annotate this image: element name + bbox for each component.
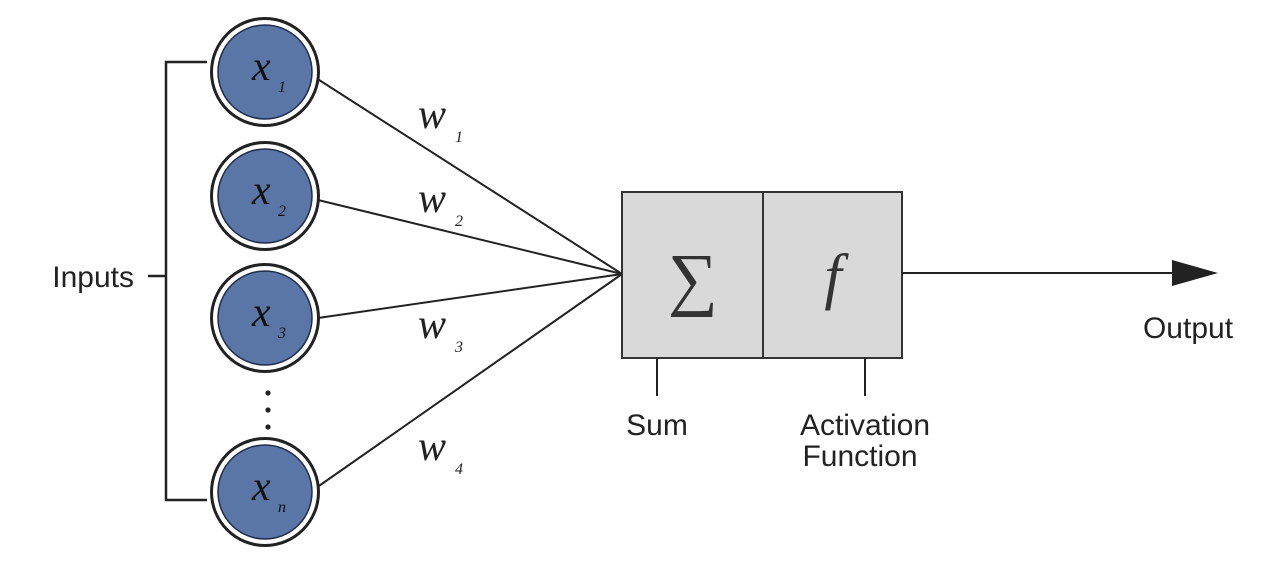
input-node-3-var: x	[251, 290, 271, 336]
input-node-n-sub: n	[278, 499, 286, 516]
weight-label-3-var: w	[418, 302, 446, 348]
input-node-1-var: x	[251, 44, 271, 90]
input-node-2-sub: 2	[278, 203, 286, 220]
input-node-3: x 3	[210, 263, 320, 373]
activation-label-line1: Activation	[800, 409, 930, 442]
input-node-1-sub: 1	[278, 79, 286, 96]
input-node-1: x 1	[210, 17, 320, 127]
input-node-2-var: x	[251, 168, 271, 214]
weight-label-3-sub: 3	[454, 339, 463, 356]
inputs-label: Inputs	[52, 261, 134, 294]
connection-line-1	[315, 77, 623, 275]
neuron-box	[621, 191, 903, 359]
input-node-n-var: x	[251, 464, 271, 510]
input-node-n: x n	[210, 437, 320, 547]
weight-label-1-var: w	[418, 92, 446, 138]
input-node-2: x 2	[210, 141, 320, 251]
connection-line-3	[317, 273, 623, 319]
sum-label: Sum	[626, 409, 688, 442]
weight-label-4-var: w	[418, 424, 446, 470]
weight-label-2: w 2	[418, 176, 463, 230]
weight-label-1: w 1	[418, 92, 463, 146]
input-node-3-sub: 3	[277, 325, 286, 342]
activation-label-line2: Function	[802, 440, 917, 473]
ellipsis-dots	[265, 390, 271, 430]
weight-lines	[315, 77, 623, 489]
sum-symbol: ∑	[668, 241, 718, 318]
weight-label-2-sub: 2	[455, 213, 463, 230]
inputs-bracket	[148, 60, 207, 502]
weight-label-4-sub: 4	[455, 461, 463, 478]
weight-label-2-var: w	[418, 176, 446, 222]
connection-line-2	[317, 199, 623, 275]
weight-label-3: w 3	[418, 302, 463, 356]
weight-label-1-sub: 1	[455, 129, 463, 146]
output-arrow	[902, 260, 1218, 286]
weight-label-4: w 4	[418, 424, 463, 478]
connection-line-4	[315, 273, 623, 489]
output-label: Output	[1143, 312, 1234, 345]
